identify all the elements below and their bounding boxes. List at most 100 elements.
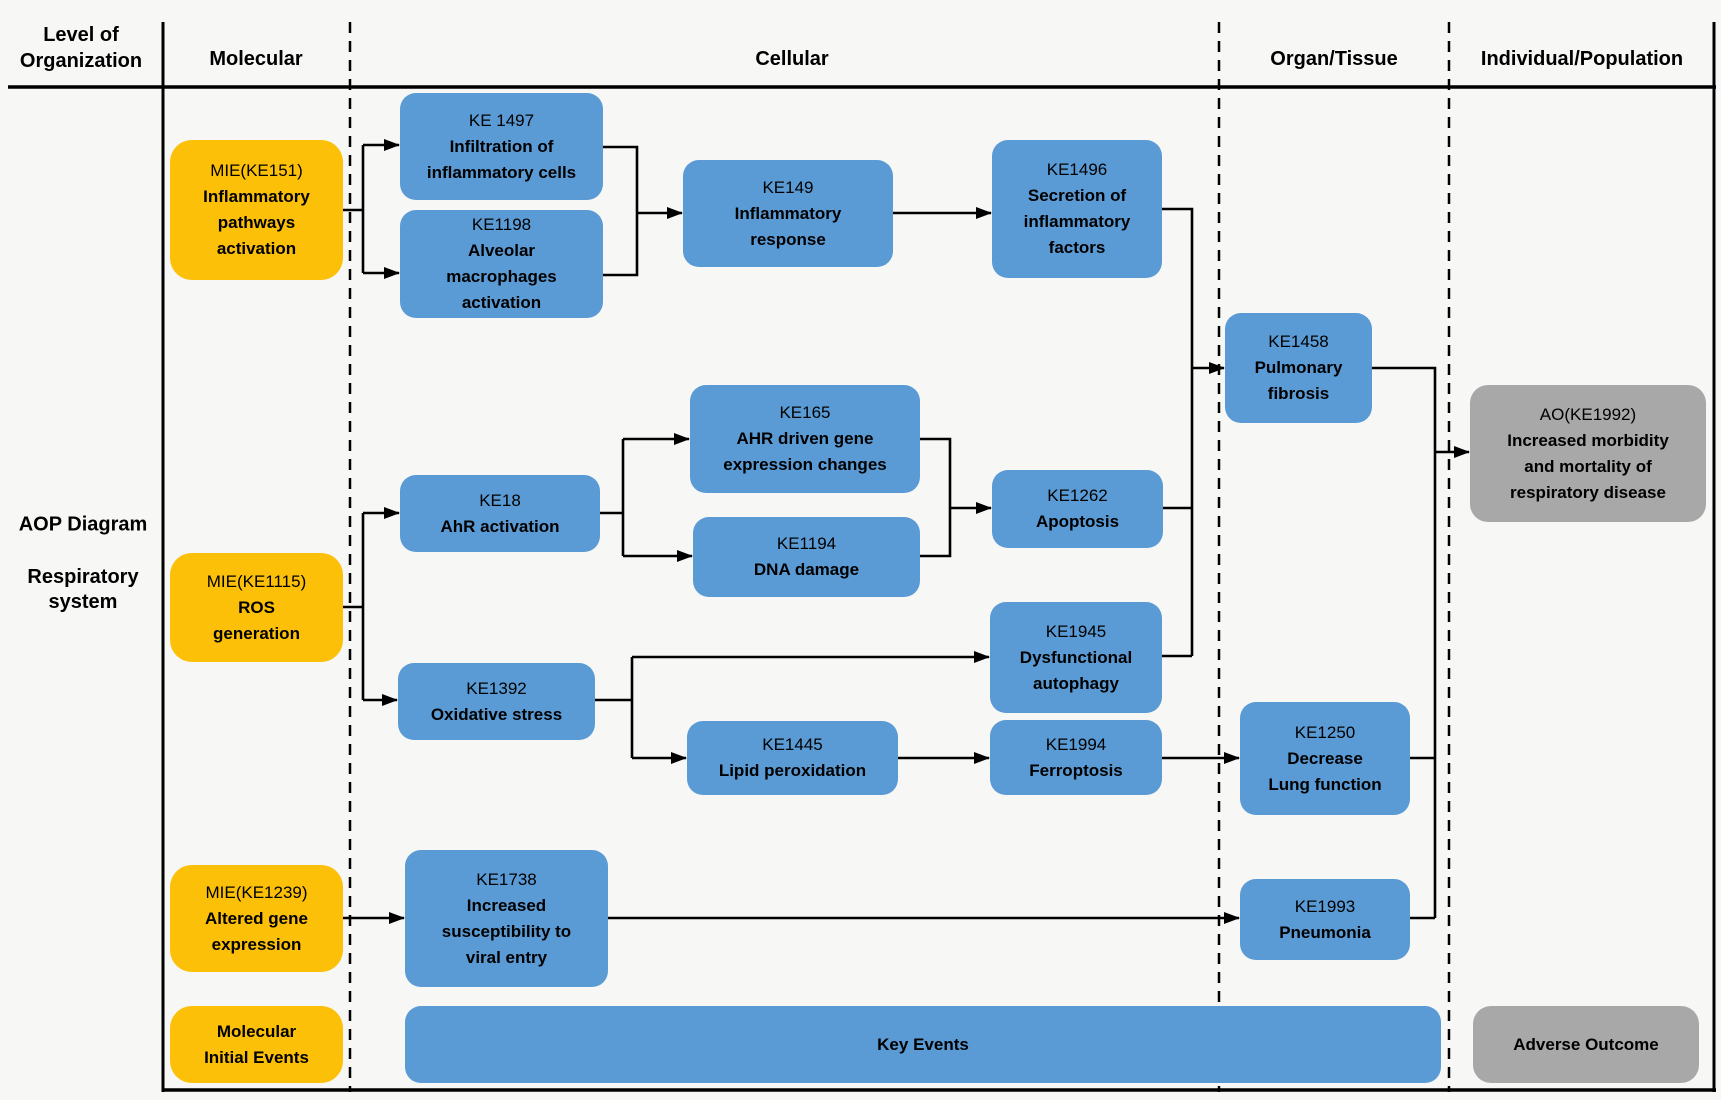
node-text-line: autophagy <box>1033 673 1119 693</box>
node-text-line: activation <box>216 239 297 258</box>
node-text-line: Molecular <box>216 1021 297 1041</box>
node-id-label: KE1194 <box>776 534 837 553</box>
node-text-line: Initial Events <box>204 1047 309 1067</box>
node-text-line: activation <box>461 293 542 312</box>
node-text-line: fibrosis <box>1267 384 1330 403</box>
edge-KE1496-to-trunk-1 <box>1162 207 1194 656</box>
node-text-line: AhR activation <box>440 516 560 536</box>
node-text-line: Oxidative stress <box>430 704 563 724</box>
node-text-line: viral entry <box>465 947 548 967</box>
node-text-line: ROS <box>238 597 275 617</box>
node-text-line: Increased morbidity <box>1507 430 1669 450</box>
node-id-label: KE1198 <box>471 215 532 234</box>
node-MIE-KE1115: MIE(KE1115) ROS generation <box>170 553 343 662</box>
node-text-line: generation <box>213 623 300 643</box>
column-header-level-of-organization: Level of Organization <box>20 22 142 74</box>
node-text-line: inflammatory <box>1023 212 1131 231</box>
node-text-line: respiratory disease <box>1510 482 1666 502</box>
node-text-line: Lipid peroxidation <box>718 761 867 780</box>
pathway-arrows <box>343 139 1470 924</box>
node-id-label: KE1945 <box>1045 621 1107 641</box>
node-text-line: Apoptosis <box>1035 512 1120 531</box>
node-text-line: macrophages <box>446 267 557 286</box>
node-text-line: Secretion of <box>1027 186 1127 205</box>
node-text-line: and mortality of <box>1524 456 1652 476</box>
column-header-organ-tissue: Organ/Tissue <box>1270 48 1398 70</box>
node-text-line: response <box>750 229 826 249</box>
node-text-line: Adverse Outcome <box>1513 1034 1659 1054</box>
node-id-label: KE149 <box>762 177 814 197</box>
node-text-line: Pneumonia <box>1279 922 1371 942</box>
column-header-individual-population: Individual/Population <box>1480 48 1684 70</box>
node-text-line: Decrease <box>1287 748 1363 768</box>
diagram-subtitle-line1: Respiratory <box>27 566 139 588</box>
node-text-line: Key Events <box>877 1034 969 1054</box>
node-id-label: AO(KE1992) <box>1539 404 1637 424</box>
node-text-line: susceptibility to <box>441 921 572 941</box>
node-id-label: KE1392 <box>466 678 527 698</box>
node-id-label: KE 1497 <box>468 110 535 130</box>
node-id-label: MIE(KE151) <box>210 161 303 180</box>
node-id-label: KE165 <box>779 403 831 422</box>
edge-KE165-to-merge-2 <box>920 437 952 558</box>
node-text-line: Increased <box>466 895 547 915</box>
node-text-line: Inflammatory <box>203 187 310 206</box>
node-text-line: expression <box>211 934 302 954</box>
node-text-line: DNA damage <box>753 560 860 579</box>
node-text-line: pathways <box>217 213 296 232</box>
level-of-label-line1: Level of <box>43 24 119 46</box>
node-text-line: Pulmonary <box>1254 358 1343 377</box>
edge-KE1458-to-trunk-2 <box>1372 366 1437 918</box>
node-text-line: Ferroptosis <box>1029 760 1123 780</box>
node-id-label: MIE(KE1239) <box>205 882 308 902</box>
node-id-label: KE18 <box>479 490 521 510</box>
level-of-label-line2: Organization <box>19 50 143 72</box>
table-grid-lines <box>8 22 1716 1092</box>
node-legend-ao: Adverse Outcome <box>1473 1006 1699 1083</box>
node-AO-KE1992: AO(KE1992) Increased morbidity and mortali… <box>1470 385 1706 522</box>
node-MIE-KE151: MIE(KE151) Inflammatory pathways activation <box>170 140 343 280</box>
diagram-subtitle-line2: system <box>48 591 118 613</box>
node-text-line: Inflammatory <box>734 203 842 223</box>
node-id-label: KE1458 <box>1268 332 1329 351</box>
diagram-title: AOP Diagram <box>18 513 148 536</box>
column-header-molecular: Molecular <box>209 48 303 70</box>
node-text-line: AHR driven gene <box>736 429 874 448</box>
node-text-line: Dysfunctional <box>1019 647 1133 667</box>
edge-KE1497-to-merge-1 <box>603 145 639 277</box>
node-id-label: KE1262 <box>1047 486 1108 505</box>
node-text-line: Infiltration of <box>449 136 554 156</box>
node-text-line: inflammatory cells <box>426 162 577 182</box>
column-header-cellular: Cellular <box>755 48 829 70</box>
node-text-line: factors <box>1048 238 1106 257</box>
node-text-line: expression changes <box>723 455 887 474</box>
node-text-line: Altered gene <box>205 908 308 928</box>
node-text-line: Lung function <box>1268 774 1382 794</box>
diagram-subtitle: Respiratory system <box>27 565 138 615</box>
node-text-line: Alveolar <box>467 241 536 260</box>
node-id-label: KE1993 <box>1294 896 1356 916</box>
node-id-label: KE1496 <box>1046 160 1108 179</box>
node-MIE-KE1239: MIE(KE1239) Altered gene expression <box>170 865 343 972</box>
node-id-label: KE1250 <box>1294 722 1356 742</box>
node-id-label: MIE(KE1115) <box>206 571 307 591</box>
node-id-label: KE1738 <box>476 869 537 889</box>
node-id-label: KE1994 <box>1045 734 1107 754</box>
